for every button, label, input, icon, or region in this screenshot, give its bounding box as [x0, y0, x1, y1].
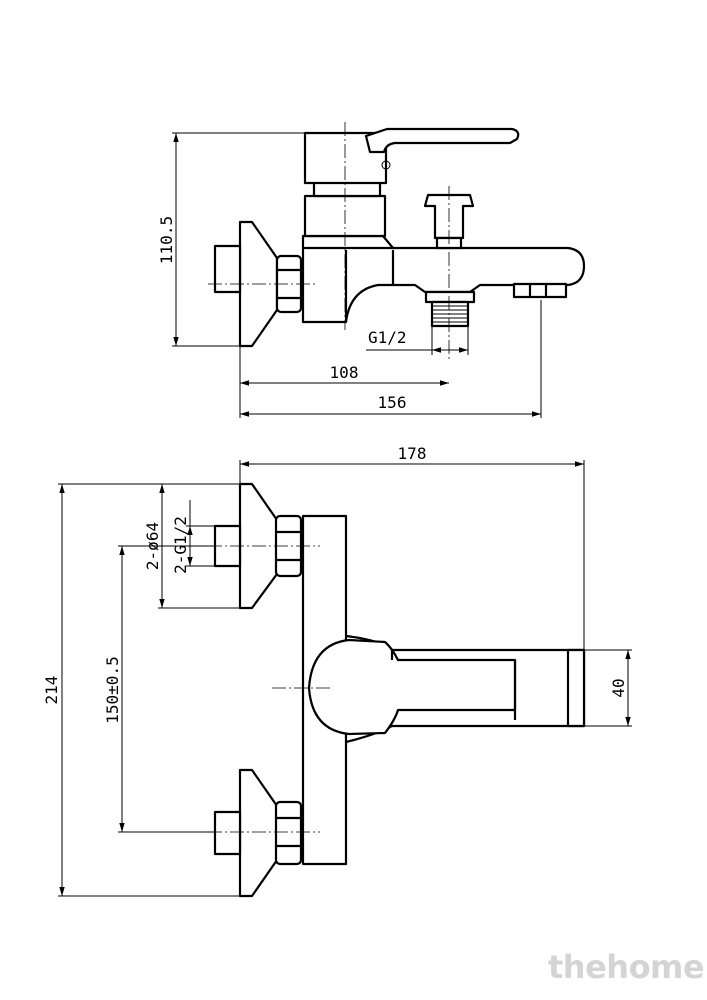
side-aerator: [512, 282, 568, 299]
front-spout-tip: [566, 648, 586, 728]
side-handle: [364, 127, 520, 154]
dim-178-label: 178: [398, 444, 427, 463]
front-view: 178 2-ø64 2-G1/2 150±0.5 214 40: [42, 444, 632, 898]
side-view: 110.5 G1/2 108 156: [157, 122, 586, 418]
watermark-logo: thehome: [548, 948, 704, 986]
lower-inlet-pipe: [213, 810, 242, 856]
lower-nut: [274, 800, 303, 866]
dim-110-5-label: 110.5: [157, 216, 176, 264]
side-body-spout: [301, 234, 586, 324]
side-inlet-pipe: [213, 244, 242, 294]
front-lever: [307, 638, 517, 736]
dim-total-height-label: 214: [42, 676, 61, 705]
dim-spout-label: 40: [609, 678, 628, 697]
lower-flange: [238, 768, 279, 898]
dim-spacing-label: 150±0.5: [103, 656, 122, 723]
dim-156-label: 156: [378, 393, 407, 412]
side-shower-outlet: [424, 290, 476, 304]
dim-g1-2-label: G1/2: [368, 328, 407, 347]
dim-inlet-thread-label: 2-G1/2: [171, 516, 190, 574]
dim-108-label: 108: [330, 363, 359, 382]
